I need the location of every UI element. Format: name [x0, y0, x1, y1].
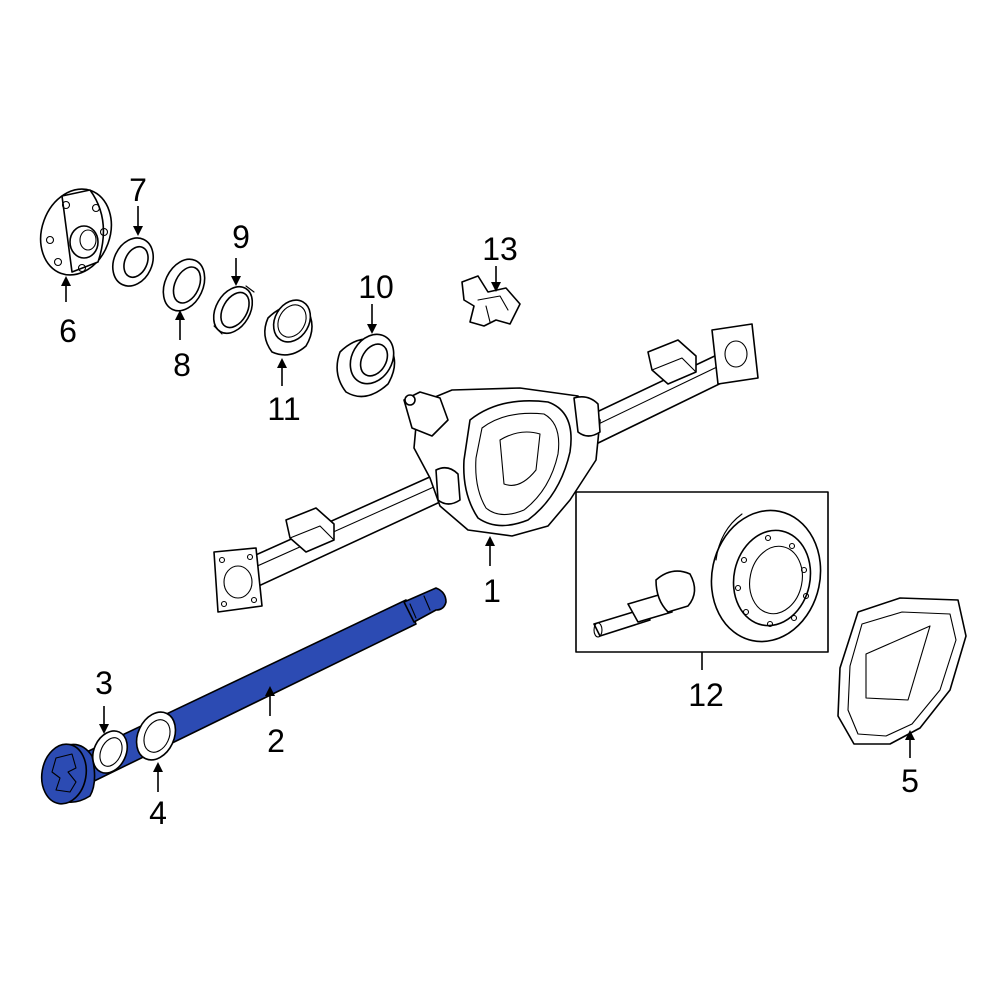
callout-12: 12 — [688, 677, 724, 713]
callout-labels: 7 6 8 9 11 10 13 1 12 5 2 3 4 — [59, 172, 919, 831]
leader-lines — [61, 206, 915, 792]
part-13-bracket[interactable] — [461, 275, 521, 327]
part-12-ring-and-pinion[interactable] — [575, 491, 833, 653]
callout-9: 9 — [232, 219, 250, 255]
part-6-pinion-flange[interactable] — [29, 179, 123, 285]
part-11-bearing-race[interactable] — [264, 293, 318, 356]
part-10-bearing[interactable] — [336, 326, 402, 398]
part-8-spacer-ring[interactable] — [155, 252, 212, 317]
callout-3: 3 — [95, 665, 113, 701]
part-5-differential-cover[interactable] — [837, 597, 967, 745]
callout-6: 6 — [59, 313, 77, 349]
part-9-shim[interactable] — [206, 280, 260, 340]
part-3-retaining-ring[interactable] — [86, 725, 134, 778]
callout-10: 10 — [358, 269, 394, 305]
part-1-axle-housing[interactable] — [213, 323, 759, 613]
part-7-pinion-seal[interactable] — [105, 231, 161, 292]
callout-13: 13 — [482, 231, 518, 267]
callout-1: 1 — [483, 573, 501, 609]
callout-8: 8 — [173, 347, 191, 383]
callout-4: 4 — [149, 795, 167, 831]
callout-5: 5 — [901, 763, 919, 799]
callout-7: 7 — [129, 172, 147, 208]
part-4-axle-bearing[interactable] — [129, 706, 183, 767]
callout-11: 11 — [267, 391, 300, 427]
callout-2: 2 — [267, 723, 285, 759]
